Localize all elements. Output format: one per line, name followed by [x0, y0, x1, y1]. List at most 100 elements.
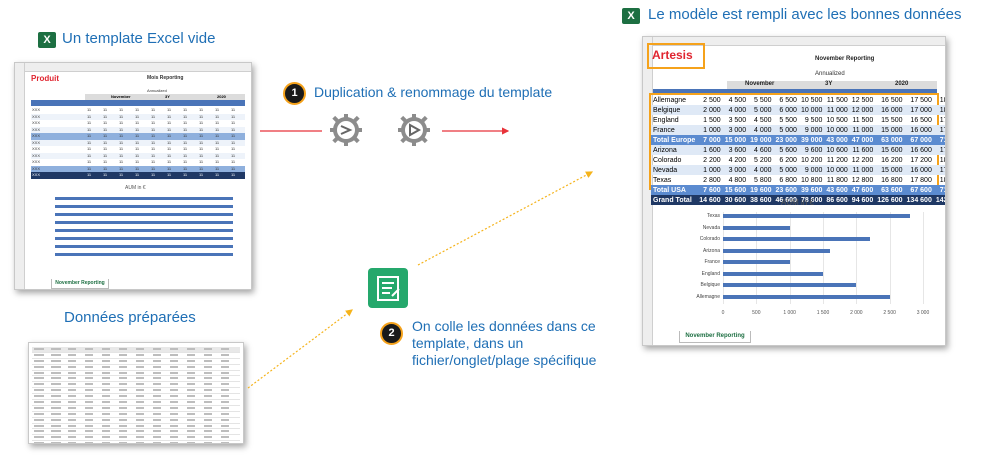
prepared-data-cell: [102, 401, 110, 404]
template-cell: 11: [151, 107, 156, 112]
prepared-data-row: [32, 400, 240, 406]
prepared-data-cell: [187, 395, 195, 398]
template-cell: 11: [199, 120, 204, 125]
template-cell: 11: [151, 146, 156, 151]
prepared-data-cell: [204, 348, 212, 350]
prepared-data-cell: [68, 359, 76, 362]
template-cell: 11: [183, 152, 188, 158]
filled-group-november: November: [745, 81, 775, 87]
filled-cell: 30 600: [722, 195, 749, 205]
template-chart: [45, 195, 245, 261]
prepared-data-cell: [119, 348, 127, 350]
filled-cell: 39 600: [798, 185, 825, 195]
prepared-data-cell: [136, 395, 144, 398]
filled-cell: 2 500: [703, 96, 721, 104]
prepared-data-cell: [85, 365, 93, 368]
prepared-data-cell: [119, 389, 127, 392]
prepared-data-cell: [204, 436, 212, 439]
prepared-data-cell: [221, 383, 229, 386]
prepared-data-row: [32, 435, 240, 442]
prepared-data-cell: [119, 395, 127, 398]
filled-cell: 47 600: [849, 185, 876, 195]
filled-sheet: Artesis November Reporting Annualized No…: [642, 36, 946, 346]
filled-row-label: France: [651, 125, 698, 135]
template-row-label: XXX: [32, 159, 41, 164]
prepared-data-cell: [153, 359, 161, 362]
prepared-data-cell: [51, 406, 61, 409]
template-column-header: [31, 100, 245, 106]
prepared-data-cell: [170, 348, 178, 350]
prepared-data-cell: [85, 436, 93, 439]
template-cell: 11: [199, 146, 204, 151]
filled-cell: 18 500: [939, 96, 945, 104]
template-row-label: XXX: [32, 139, 41, 145]
prepared-data-cell: [170, 412, 178, 415]
filled-cell: 1 600: [697, 145, 723, 155]
prepared-data-row: [32, 441, 240, 443]
filled-cell: 15 600: [722, 185, 749, 195]
template-cell: 11: [87, 126, 92, 132]
prepared-data-cell: [102, 412, 110, 415]
bar-category-label: Nevada: [702, 224, 720, 231]
prepared-data-cell: [221, 395, 229, 398]
prepared-data-cell: [221, 436, 229, 439]
prepared-data-row: [32, 429, 240, 436]
template-bar: [55, 205, 233, 208]
filled-cell: 9 500: [804, 116, 823, 124]
filled-cell: 17 800: [910, 176, 932, 184]
filled-cell: 12 800: [851, 176, 874, 184]
template-bar: [55, 229, 233, 232]
filled-cell: 2 000: [697, 105, 723, 115]
prepared-data-cell: [119, 436, 127, 439]
orange-arrow-1: [247, 309, 353, 389]
prepared-data-cell: [102, 442, 110, 443]
prepared-data-cell: [85, 359, 93, 362]
filled-cell: 16 200: [881, 156, 903, 164]
prepared-data-cell: [187, 424, 195, 427]
prepared-data-cell: [187, 383, 195, 386]
prepared-data-cell: [119, 424, 127, 427]
template-sheet-tab[interactable]: November Reporting: [51, 279, 109, 289]
filled-cell: 15 600: [875, 145, 905, 155]
prepared-data-row: [32, 388, 240, 395]
template-group-november: November: [111, 94, 131, 99]
filled-cell: 1 000: [697, 165, 723, 175]
prepared-data-cell: [68, 442, 76, 443]
template-cell: 11: [87, 146, 92, 151]
template-cell: 11: [231, 107, 236, 112]
prepared-data-cell: [119, 377, 127, 380]
filled-cell: 18 800: [939, 176, 945, 184]
bar-category-label: Texas: [706, 213, 720, 219]
template-cell: 11: [119, 159, 124, 164]
template-cell: 11: [167, 139, 172, 145]
prepared-data-cell: [85, 389, 93, 392]
prepared-data-cell: [119, 359, 127, 362]
filled-cell: 17 500: [910, 96, 932, 104]
template-cell: 11: [167, 172, 172, 177]
template-row-label: XXX: [32, 152, 41, 158]
prepared-data-cell: [136, 406, 144, 409]
prepared-data-cell: [170, 383, 178, 386]
template-cell: 11: [215, 159, 220, 164]
prepared-data-cell: [102, 436, 110, 439]
filled-cell: 10 000: [824, 165, 850, 175]
prepared-data-cell: [204, 359, 212, 362]
filled-cell: 4 500: [754, 116, 772, 124]
step-2-text: On colle les données dans ce template, d…: [412, 318, 597, 368]
template-cell: 11: [183, 172, 188, 177]
prepared-data-cell: [34, 424, 44, 427]
prepared-data-cell: [51, 401, 61, 404]
filled-cell: 39 000: [798, 135, 825, 145]
prepared-data-cell: [34, 395, 44, 398]
filled-cell: 63 600: [875, 185, 905, 195]
prepared-data-cell: [51, 412, 61, 415]
prepared-data-cell: [221, 418, 229, 421]
filled-sheet-tab[interactable]: November Reporting: [679, 331, 751, 343]
template-row-label: XXX: [32, 146, 41, 151]
template-cell: 11: [103, 107, 108, 112]
